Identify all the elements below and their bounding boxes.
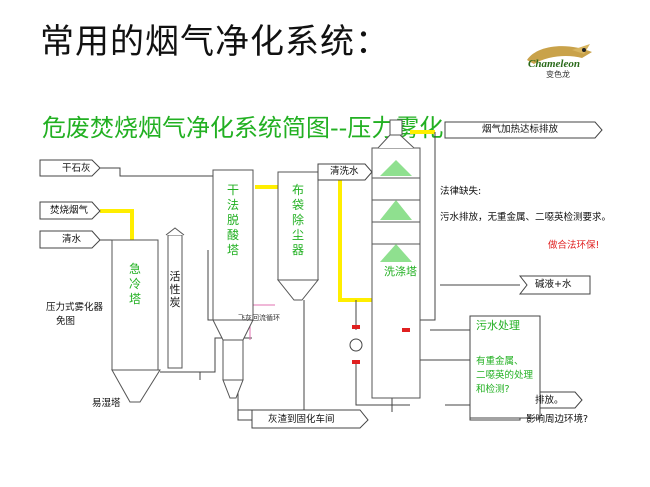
input-wash-water: 清洗水 bbox=[330, 166, 359, 177]
logo-brand: Chameleon bbox=[528, 58, 580, 70]
diagram-subtitle: 危废焚烧烟气净化系统简图--压力雾化 bbox=[42, 114, 444, 142]
environment-note: 做合法环保! bbox=[548, 240, 600, 251]
input-clean-water: 清水 bbox=[62, 234, 82, 245]
input-arrows bbox=[39, 121, 603, 429]
quench-tower-label: 急冷塔 bbox=[128, 262, 141, 306]
ww-question-1: 有重金属、 bbox=[476, 356, 524, 367]
atomizer-note-1: 压力式雾化器 bbox=[46, 302, 104, 313]
atomizer-note-2: 免图 bbox=[56, 316, 76, 327]
output-stack: 烟气加热达标排放 bbox=[482, 124, 559, 135]
activated-carbon-label: 活性炭 bbox=[169, 270, 181, 309]
pump-icon bbox=[349, 338, 363, 352]
spray-nozzles bbox=[380, 160, 412, 262]
logo-cn: 变色龙 bbox=[546, 70, 570, 79]
input-flue-gas: 焚烧烟气 bbox=[50, 205, 89, 216]
ww-question-3: 和检测? bbox=[476, 384, 510, 395]
legal-title: 法律缺失: bbox=[440, 186, 482, 197]
chameleon-logo-icon bbox=[527, 44, 592, 64]
output-ash: 灰渣到固化车间 bbox=[268, 414, 335, 425]
wastewater-box bbox=[469, 315, 541, 419]
legal-text: 污水排放，无重金属、二噁英检测要求。 bbox=[440, 212, 612, 223]
dry-deacid-label: 干法脱酸塔 bbox=[226, 183, 239, 257]
input-dry-lime: 干石灰 bbox=[62, 163, 91, 174]
quench-tower bbox=[111, 239, 161, 403]
scrubber-label: 洗涤塔 bbox=[384, 265, 417, 278]
valve-markers bbox=[352, 325, 410, 364]
flyash-loop-label: 飞灰回流循环 bbox=[238, 314, 280, 322]
bag-filter-label: 布袋除尘器 bbox=[291, 183, 304, 257]
wet-tower-label: 易湿塔 bbox=[92, 398, 121, 409]
activated-carbon-hopper bbox=[165, 227, 185, 369]
scrubber-tower bbox=[371, 119, 421, 399]
bag-filter bbox=[276, 171, 320, 301]
input-alkali: 碱液+水 bbox=[535, 279, 572, 290]
output-discharge: 排放。 bbox=[535, 395, 564, 406]
dry-deacid-tower bbox=[212, 169, 254, 399]
wastewater-label: 污水处理 bbox=[476, 319, 520, 332]
ww-question-2: 二噁英的处理 bbox=[476, 370, 534, 381]
impact-note: 影响周边环境? bbox=[526, 414, 589, 425]
page-title: 常用的烟气净化系统： bbox=[40, 22, 390, 62]
